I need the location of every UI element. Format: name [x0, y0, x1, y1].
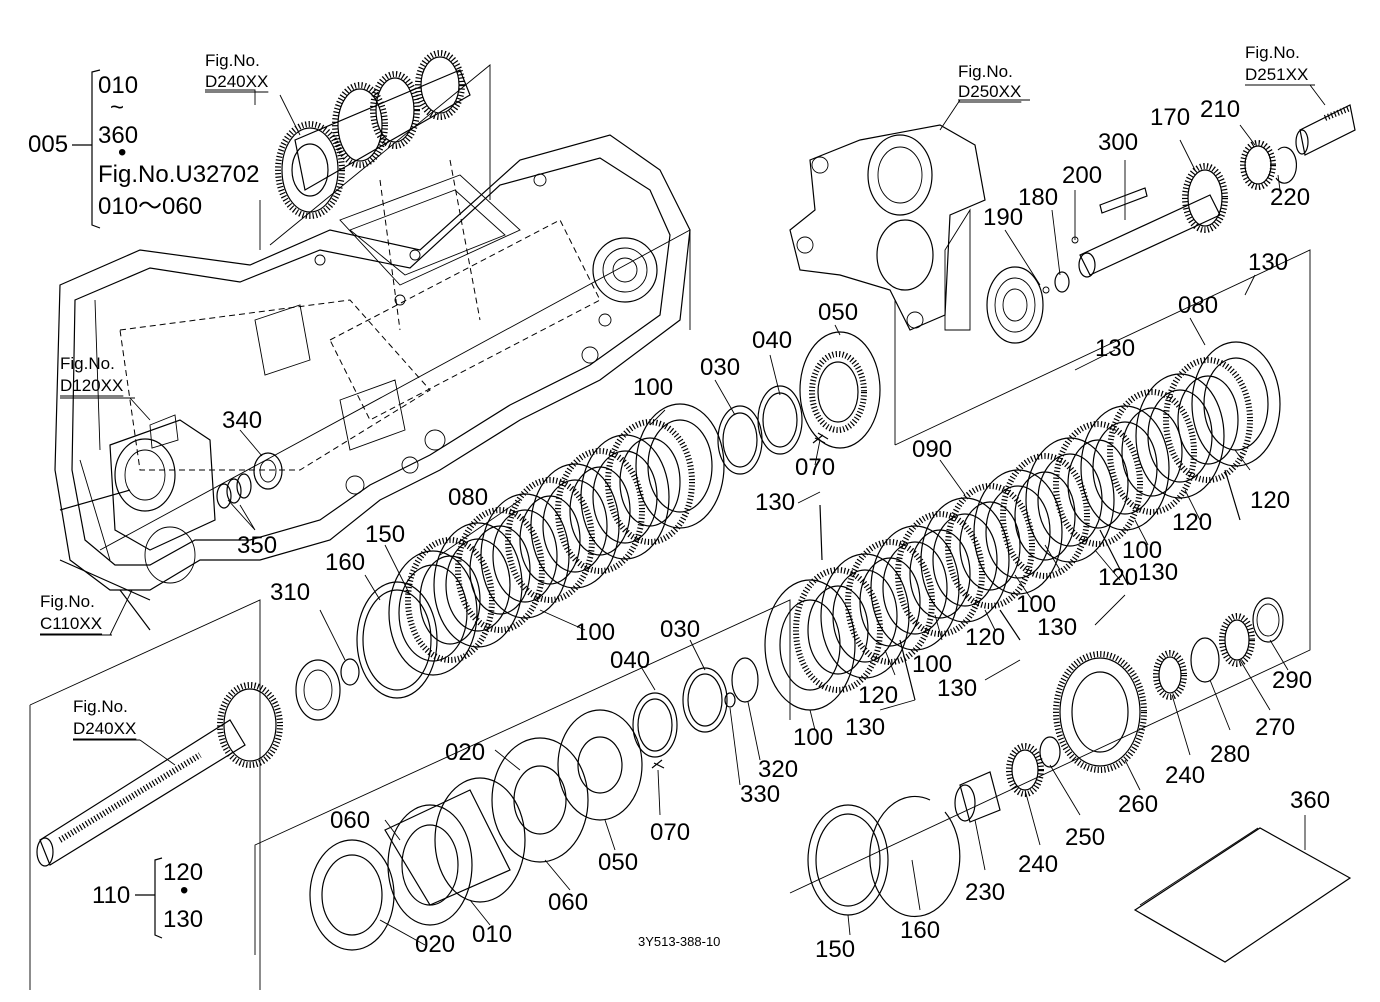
part-label: 160 [900, 917, 940, 944]
clutch-pack-upper-drawing [356, 331, 881, 699]
fig-ref-left-low: C110XX [40, 614, 102, 633]
fig-ref-top-left: D240XX [205, 72, 268, 91]
part-label: 080 [1178, 292, 1218, 319]
part-label: 360 [1290, 787, 1330, 814]
part-label: 190 [983, 204, 1023, 231]
part-label: 090 [912, 436, 952, 463]
part-label: 130 [845, 714, 885, 741]
group-110-item-2: • [180, 877, 188, 904]
part-label: 070 [650, 819, 690, 846]
group-005-item-5: Fig.No.U32702 [98, 161, 259, 188]
part-label: 300 [1098, 129, 1138, 156]
part-label: 050 [818, 299, 858, 326]
part-label: 100 [633, 374, 673, 401]
part-label: 030 [700, 354, 740, 381]
countershaft-gears-drawing [275, 50, 471, 219]
fig-ref-prefix-left-low: Fig.No. [40, 592, 95, 611]
fig-ref-top-right: D251XX [1245, 65, 1308, 84]
part-label: 130 [1037, 614, 1077, 641]
part-label: 100 [1016, 591, 1056, 618]
part-label: 130 [937, 675, 977, 702]
group-005-item-3: 360 [98, 122, 138, 149]
part-label: 180 [1018, 184, 1058, 211]
group-005-item-1: 010 [98, 72, 138, 99]
bracket-symbols [72, 69, 163, 939]
part-label: 060 [330, 807, 370, 834]
part-label: 290 [1272, 667, 1312, 694]
input-shaft-drawing [36, 658, 360, 867]
clutch-pack-right-drawing [764, 341, 1281, 711]
part-label: 150 [815, 936, 855, 963]
part-label: 160 [325, 549, 365, 576]
part-label: 310 [270, 579, 310, 606]
part-label: 020 [415, 931, 455, 958]
fig-ref-prefix-left-mid: Fig.No. [60, 354, 115, 373]
part-label: 120 [858, 682, 898, 709]
part-label: 010 [472, 921, 512, 948]
part-label: 250 [1065, 824, 1105, 851]
part-label: 130 [1095, 335, 1135, 362]
group-110-item-1: 120 [163, 859, 203, 886]
part-label: 340 [222, 407, 262, 434]
part-number-labels: 340 350 310 160 150 080 100 100 030 040 … [222, 96, 1330, 963]
part-label: 120 [1172, 509, 1212, 536]
transmission-case-drawing [54, 134, 691, 631]
part-label: 060 [548, 889, 588, 916]
front-housing-drawing [789, 124, 986, 331]
part-label: 240 [1018, 851, 1058, 878]
clutch-drum-drawing [309, 657, 759, 951]
part-label: 120 [1250, 487, 1290, 514]
drawing-code: 3Y513-388-10 [638, 934, 720, 949]
output-gear-parts-drawing [807, 597, 1352, 963]
part-label: 130 [755, 489, 795, 516]
part-label: 330 [740, 781, 780, 808]
group-110-label: 110 [92, 882, 130, 909]
part-label: 070 [795, 454, 835, 481]
part-label: 050 [598, 849, 638, 876]
group-005-item-4: • [118, 139, 126, 166]
part-label: 220 [1270, 184, 1310, 211]
fig-ref-prefix-top-mid: Fig.No. [958, 62, 1013, 81]
part-label: 170 [1150, 104, 1190, 131]
grouping-frames [29, 64, 1311, 990]
group-005-callout: 005 010 ~ 360 • Fig.No.U32702 010～060 [28, 72, 259, 220]
part-label: 210 [1200, 96, 1240, 123]
fig-ref-prefix-shaft: Fig.No. [73, 697, 128, 716]
group-005-item-6: 010～060 [98, 193, 202, 220]
part-label: 320 [758, 756, 798, 783]
fig-ref-left-mid: D120XX [60, 376, 123, 395]
fig-ref-top-mid: D250XX [958, 82, 1021, 101]
figure-references: Fig.No. D240XX Fig.No. D250XX Fig.No. D2… [40, 43, 1309, 740]
part-label: 230 [965, 879, 1005, 906]
part-label: 100 [575, 619, 615, 646]
fig-ref-prefix-top-left: Fig.No. [205, 51, 260, 70]
part-label: 120 [965, 624, 1005, 651]
part-label: 100 [1122, 537, 1162, 564]
part-label: 260 [1118, 791, 1158, 818]
part-label: 240 [1165, 762, 1205, 789]
group-005-label: 005 [28, 131, 68, 158]
part-label: 350 [237, 532, 277, 559]
part-label: 040 [610, 647, 650, 674]
part-label: 100 [793, 724, 833, 751]
fig-ref-shaft: D240XX [73, 719, 136, 738]
part-label: 100 [912, 651, 952, 678]
part-label: 130 [1248, 249, 1288, 276]
group-005-item-2: ~ [110, 94, 124, 121]
fig-ref-prefix-top-right: Fig.No. [1245, 43, 1300, 62]
pto-shaft-drawing [986, 104, 1356, 344]
part-label: 040 [752, 327, 792, 354]
part-label: 120 [1098, 564, 1138, 591]
part-label: 150 [365, 521, 405, 548]
part-label: 080 [448, 484, 488, 511]
part-label: 130 [1138, 559, 1178, 586]
part-label: 200 [1062, 162, 1102, 189]
group-110-item-3: 130 [163, 906, 203, 933]
part-label: 020 [445, 739, 485, 766]
part-label: 270 [1255, 714, 1295, 741]
part-label: 280 [1210, 741, 1250, 768]
part-label: 030 [660, 616, 700, 643]
group-110-callout: 110 120 • 130 [92, 859, 203, 933]
